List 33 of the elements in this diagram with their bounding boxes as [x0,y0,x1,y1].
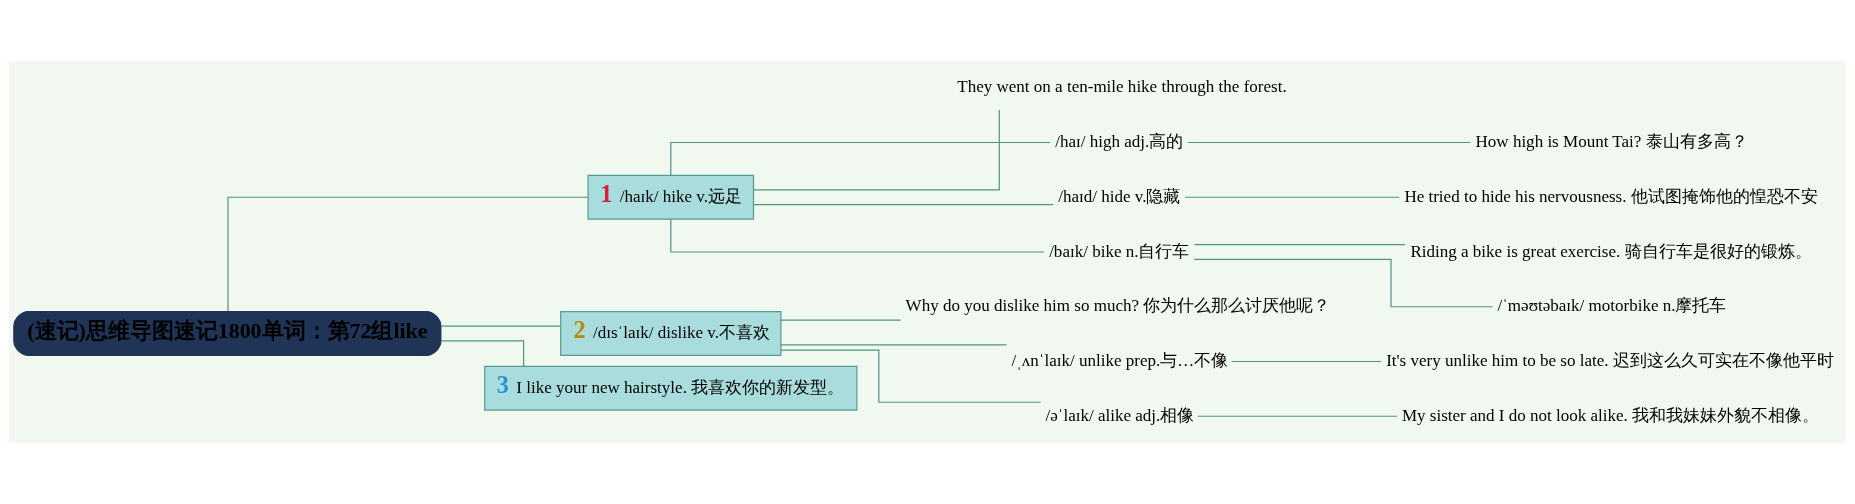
connector [1231,360,1382,363]
node-box: (速记)思维导图速记1800单词：第72组like [13,311,442,357]
connector [1193,244,1406,246]
connector [670,218,1045,253]
node-text: /ˌʌnˈlaɪk/ unlike prep.与…不像 [1011,350,1229,370]
connector [780,344,1008,346]
node-text: They went on a ten-mile hike through the forest. [957,77,1287,97]
node-text: Why do you dislike him so much? 你为什么那么讨厌他呢？ [905,296,1331,316]
node-text: It's very unlike him to be so late. 迟到这么久可实在不像他平时 [1386,350,1834,370]
connector [1187,141,1471,144]
node-text: /haɪd/ hide v.隐藏 [1058,186,1181,206]
connector [780,349,1042,403]
connector [1184,196,1400,198]
connector [753,109,1000,191]
node-text: How high is Mount Tai? 泰山有多高？ [1475,132,1748,152]
connector [752,203,1054,206]
connector [1193,258,1493,308]
node-text: /baɪk/ bike n.自行车 [1049,241,1190,261]
connector [227,196,589,312]
node-text: He tried to hide his nervousness. 他试图掩饰他的惶恐不安 [1404,186,1818,206]
node-box: 3 I like your new hairstyle. 我喜欢你的新发型。 [484,365,858,411]
connector [670,141,1051,176]
node-text: My sister and I do not look alike. 我和我妹妹外貌不相像。 [1401,405,1820,425]
node-text: /əˈlaɪk/ alike adj.相像 [1045,405,1195,425]
connector [440,340,525,367]
node-box: 1 /haɪk/ hike v.远足 [587,174,755,220]
connector [440,325,562,327]
connector [780,319,902,321]
node-text: /haɪ/ high adj.高的 [1055,132,1184,152]
node-text: /ˈməʊtəbaɪk/ motorbike n.摩托车 [1497,296,1727,316]
node-box: 2 /dɪsˈlaɪk/ dislike v.不喜欢 [560,311,782,357]
node-text: Riding a bike is great exercise. 骑自行车是很好的锻炼。 [1410,241,1812,261]
connector [1197,415,1398,417]
